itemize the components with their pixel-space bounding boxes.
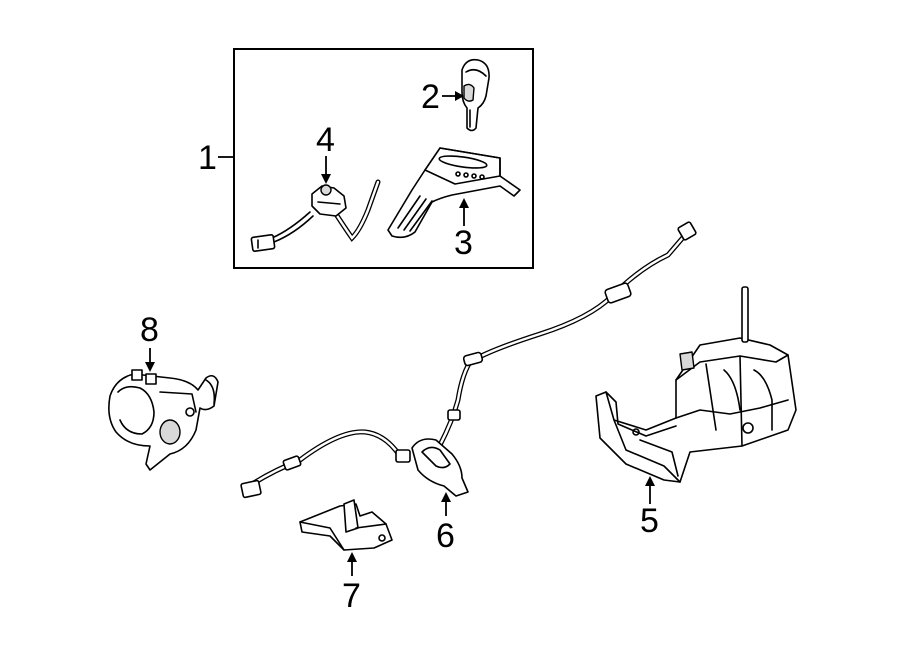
callout-2: 2: [421, 78, 440, 116]
callout-2-arrow: [442, 91, 464, 101]
callout-3-arrow: [459, 198, 469, 226]
callout-1: 1: [198, 139, 217, 177]
callout-5-arrow: [645, 476, 655, 504]
callout-8-arrow: [145, 348, 155, 372]
assembly-group-box: [233, 48, 534, 269]
part-6-shift-cable[interactable]: [240, 221, 697, 499]
callout-4: 4: [316, 121, 335, 159]
callout-5: 5: [640, 502, 659, 540]
callout-8: 8: [140, 311, 159, 349]
part-5-shifter-assembly[interactable]: [595, 286, 797, 483]
callout-6-arrow: [441, 492, 451, 516]
part-4-switch-harness[interactable]: [250, 179, 381, 253]
part-7-bracket[interactable]: [299, 499, 393, 551]
callout-6: 6: [436, 517, 455, 555]
part-2-shift-knob[interactable]: [461, 58, 490, 132]
callout-3: 3: [454, 224, 473, 262]
part-3-indicator-bezel[interactable]: [387, 147, 521, 239]
callout-7-arrow: [347, 552, 357, 576]
part-8-actuator[interactable]: [108, 369, 219, 471]
callout-7: 7: [342, 577, 361, 615]
callout-4-arrow: [321, 156, 331, 184]
